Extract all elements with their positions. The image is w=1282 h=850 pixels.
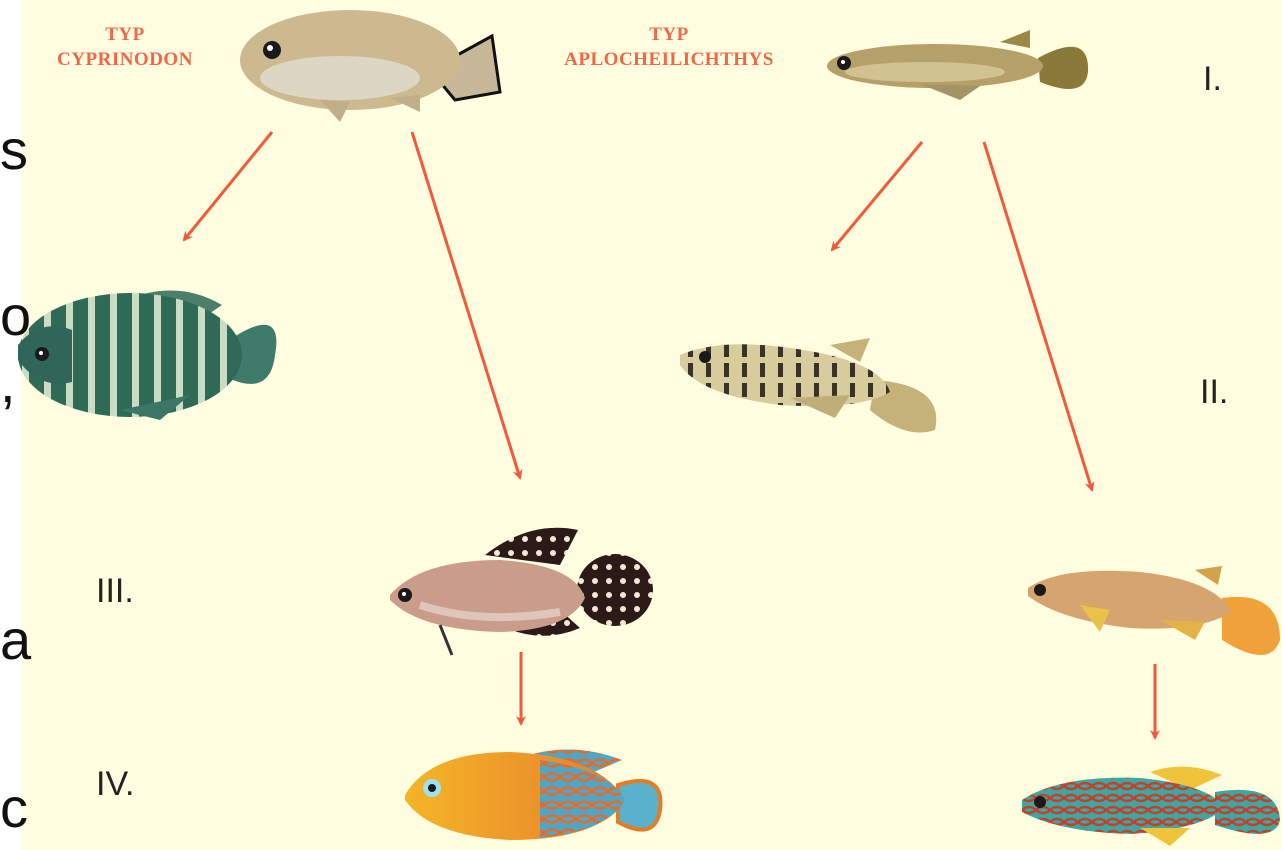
arrow-aplocheilichthys-to-ii-right [984, 142, 1092, 490]
fish-striped-green [18, 290, 276, 420]
fish-spotted [390, 528, 653, 655]
arrow-cyprinodon-to-ii-left [184, 132, 272, 240]
fish-orange-lyretail [1028, 566, 1280, 655]
arrow-aplocheilichthys-to-ii-left [832, 142, 922, 250]
arrow-cyprinodon-to-iii [412, 132, 520, 478]
arrows [184, 132, 1155, 738]
fish-blue-orange [405, 749, 660, 840]
fish-aplocheilichthys-type [827, 30, 1088, 100]
fish-barred [680, 338, 936, 433]
fish-red-netted [1022, 767, 1280, 846]
fish-cyprinodon-type [240, 10, 500, 122]
